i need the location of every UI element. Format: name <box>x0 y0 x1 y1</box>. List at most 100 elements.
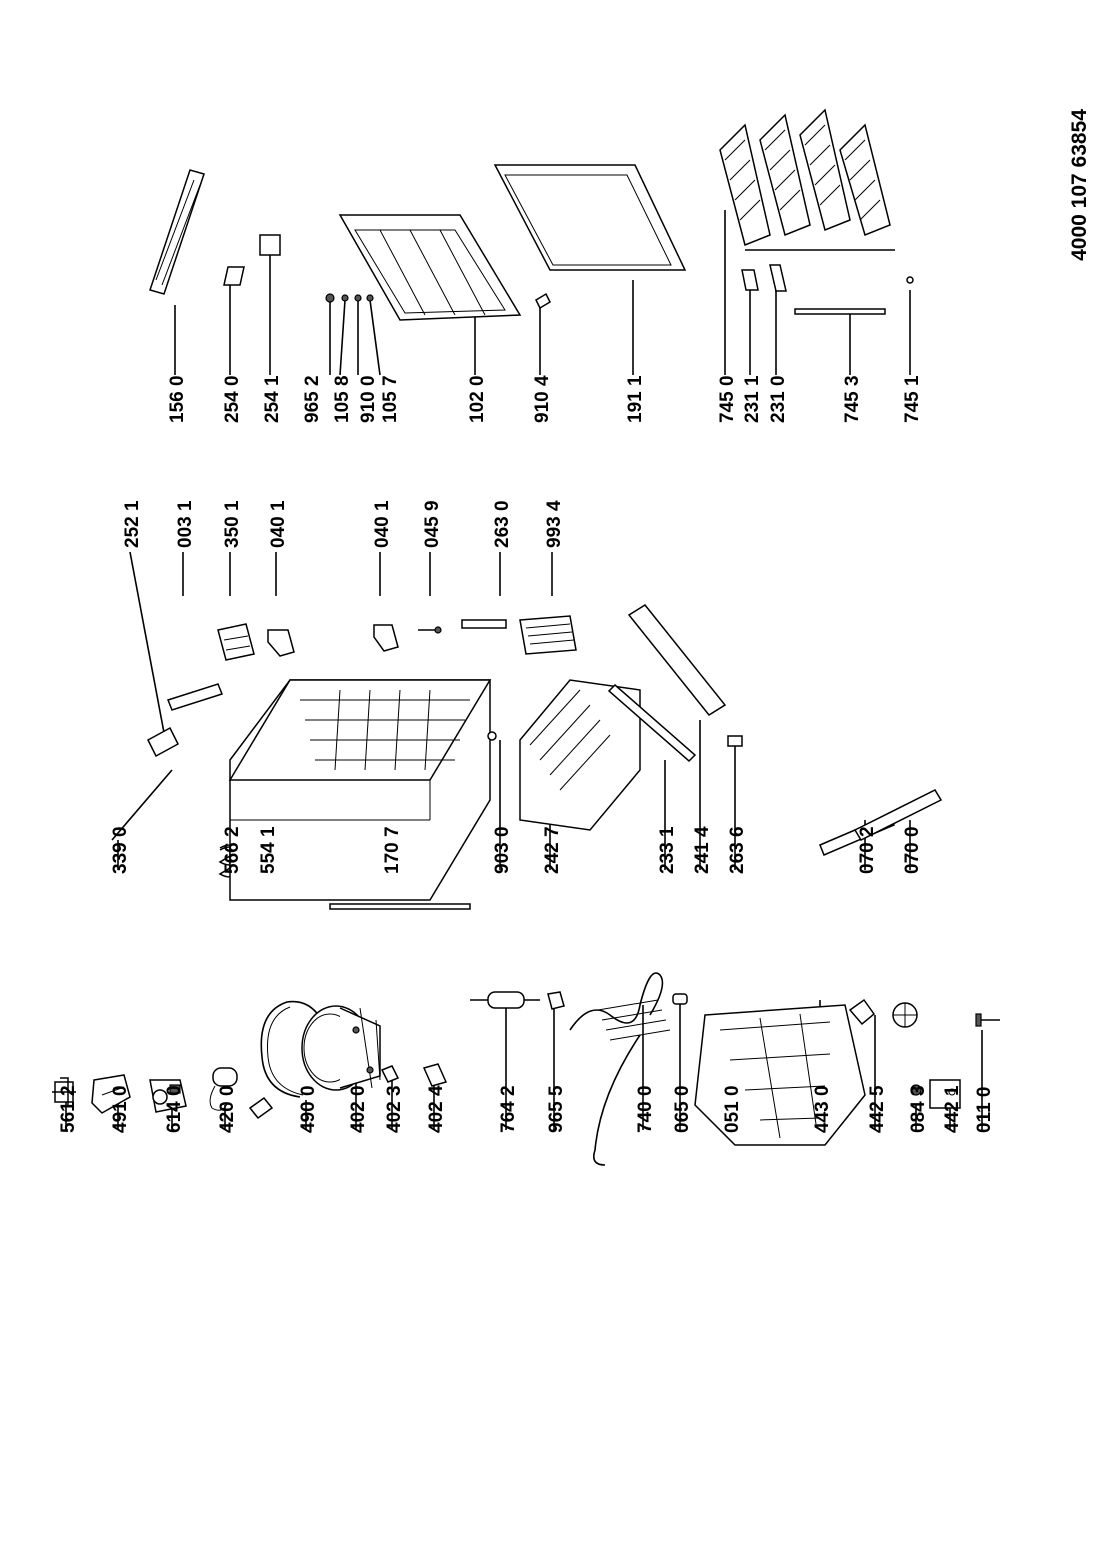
capacitor-drawing <box>209 1067 238 1111</box>
condenser-coil-drawing <box>569 972 671 1166</box>
heater-wire-drawing <box>111 769 173 841</box>
thermostat-block-drawing <box>149 1079 187 1113</box>
cover-plate-drawing <box>147 726 179 758</box>
cabinet-parts-group: 339 0 566 2 554 1 170 7 903 0 242 7 233 … <box>110 604 943 910</box>
grommet-a-drawing <box>380 1065 400 1083</box>
part-label: 554 1 <box>258 826 279 874</box>
part-label: 442 1 <box>942 1085 963 1133</box>
part-label: 231 1 <box>742 375 763 423</box>
part-label: 105 7 <box>380 375 401 423</box>
grommet-b-drawing <box>422 1063 448 1087</box>
part-label: 491 0 <box>110 1085 131 1133</box>
part-label: 745 1 <box>902 375 923 423</box>
bar-drawing <box>461 619 507 629</box>
basket-clip-a-drawing <box>741 269 759 291</box>
divider-rod-drawing <box>794 308 886 315</box>
latch-drawing <box>223 266 245 286</box>
part-label: 903 0 <box>492 826 513 874</box>
part-label: 263 6 <box>727 826 748 874</box>
part-label: 745 3 <box>842 375 863 423</box>
part-label: 102 0 <box>467 375 488 423</box>
part-label: 051 0 <box>722 1085 743 1133</box>
part-label: 170 7 <box>382 826 403 874</box>
part-label: 233 1 <box>657 826 678 874</box>
screw-drawing <box>418 626 442 634</box>
part-label: 965 5 <box>546 1085 567 1133</box>
clip-drawing <box>672 993 688 1005</box>
part-label: 254 0 <box>222 375 243 423</box>
lid-gasket-drawing <box>493 164 687 271</box>
part-label: 614 0 <box>164 1085 185 1133</box>
part-label: 252 1 <box>122 500 143 548</box>
basket-clip-b-drawing <box>769 264 787 292</box>
handle-drawing <box>627 604 727 716</box>
part-label: 764 2 <box>498 1085 519 1133</box>
relay-clip-drawing <box>52 1077 76 1106</box>
part-label: 910 0 <box>358 375 379 423</box>
bolt-drawing <box>975 1013 1000 1027</box>
part-label: 263 0 <box>492 500 513 548</box>
long-trim-drawing <box>167 683 223 711</box>
part-label: 242 7 <box>542 826 563 874</box>
base-tray-drawing <box>694 1004 866 1146</box>
grille-drawing <box>519 615 577 655</box>
rail-drawing <box>607 683 697 763</box>
hinge-left-drawing <box>267 629 295 657</box>
drawer-drawing <box>519 679 641 831</box>
part-label: 566 2 <box>222 826 243 874</box>
part-label: 045 9 <box>422 500 443 548</box>
plug-drawing <box>547 991 565 1010</box>
part-label: 350 1 <box>222 500 243 548</box>
knob-drawing <box>906 276 914 284</box>
part-label: 070 0 <box>902 826 923 874</box>
cabinet-body-drawing <box>228 679 492 901</box>
bracket-drawing <box>929 1079 961 1109</box>
part-label: 040 1 <box>268 500 289 548</box>
document-number: 4000 107 63854 <box>1068 109 1091 261</box>
lock-drawing <box>259 234 281 256</box>
part-label: 745 0 <box>717 375 738 423</box>
part-label: 065 0 <box>672 1085 693 1133</box>
part-label: 402 0 <box>348 1085 369 1133</box>
part-label: 254 1 <box>262 375 283 423</box>
lid-drawing <box>338 214 522 321</box>
part-label: 241 4 <box>692 826 713 874</box>
control-panel-drawing <box>217 623 255 661</box>
part-label: 003 1 <box>175 500 196 548</box>
filter-drier-drawing <box>470 991 540 1009</box>
part-label: 740 0 <box>635 1085 656 1133</box>
hinge-right-drawing <box>373 624 399 652</box>
part-label: 420 0 <box>217 1085 238 1133</box>
part-label: 070 2 <box>857 826 878 874</box>
lid-screws-drawing <box>325 293 374 303</box>
compressor-drawing <box>301 1005 381 1091</box>
compressor-parts-group: 561 2 491 0 614 0 420 0 490 0 402 0 402 … <box>52 972 1000 1166</box>
part-label: 339 0 <box>110 826 131 874</box>
relay-cover-drawing <box>91 1074 131 1114</box>
part-label: 490 0 <box>298 1085 319 1133</box>
upper-parts-group: 252 1 003 1 350 1 040 1 040 1 045 9 263 … <box>122 500 577 758</box>
part-label: 910 4 <box>532 375 553 423</box>
part-label: 040 1 <box>372 500 393 548</box>
part-label: 993 4 <box>544 500 565 548</box>
part-label: 561 2 <box>58 1085 79 1133</box>
part-label: 156 0 <box>167 375 188 423</box>
ice-tray-drawing <box>149 169 205 295</box>
part-label: 191 1 <box>625 375 646 423</box>
gasket-strip-drawing <box>329 903 471 910</box>
part-label: 011 0 <box>974 1087 995 1134</box>
fan-motor-drawing <box>892 1002 918 1028</box>
part-label: 443 0 <box>812 1085 833 1133</box>
fan-blade-drawing <box>848 998 876 1026</box>
part-label: 105 8 <box>332 375 353 423</box>
part-label: 402 4 <box>426 1085 447 1133</box>
foot-drawing <box>727 735 743 747</box>
part-label: 231 0 <box>768 375 789 423</box>
hinge-pin-drawing <box>535 292 551 310</box>
kick-plate-b-drawing <box>853 789 943 841</box>
drain-plug-drawing <box>487 731 497 741</box>
basket-parts-group: 745 0 231 1 231 0 745 3 745 1 <box>717 108 923 423</box>
lid-parts-group: 156 0 254 0 254 1 965 2 105 8 910 0 105 … <box>149 164 687 423</box>
part-label: 965 2 <box>302 375 323 423</box>
